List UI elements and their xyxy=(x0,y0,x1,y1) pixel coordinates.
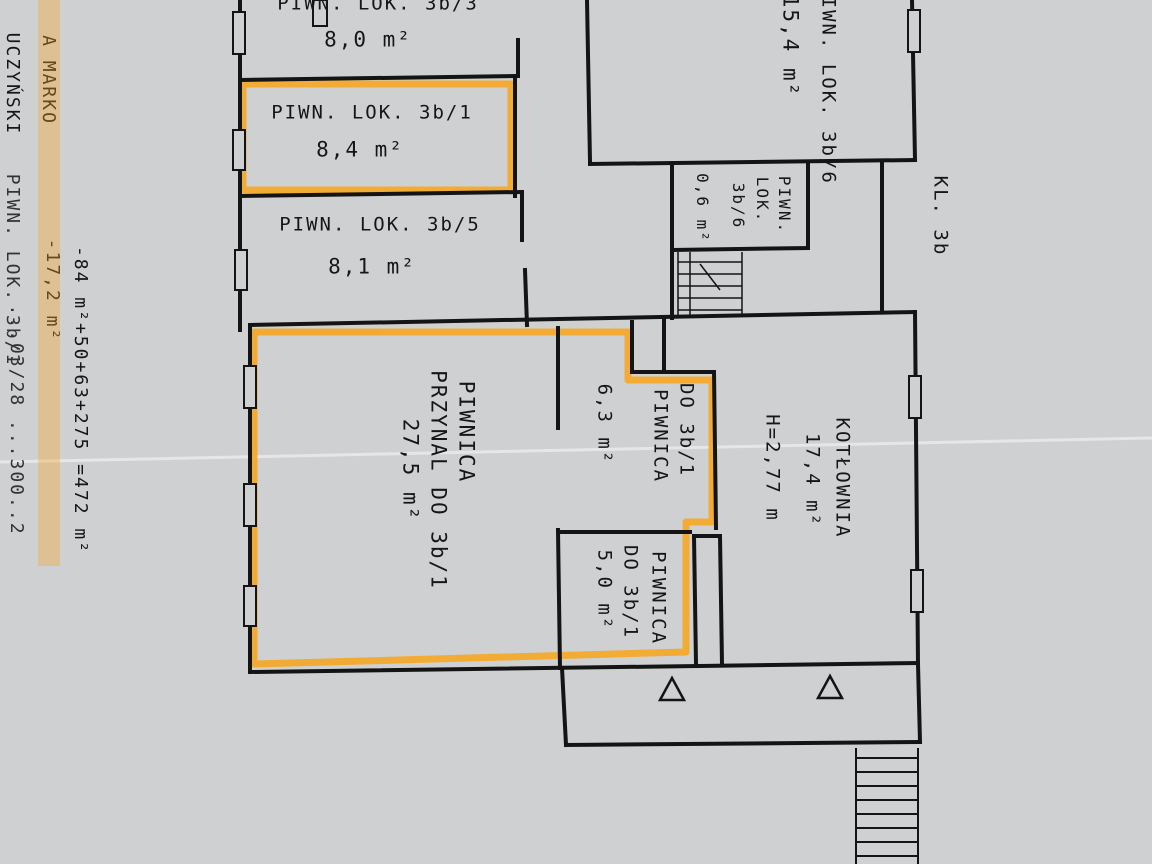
legend-calc1: -84 m²+50+63+275 =472 m² xyxy=(70,245,91,555)
room-3b1-name: PIWN. LOK. 3b/1 xyxy=(271,101,473,124)
piwnica-6-3-name2: PIWNICA xyxy=(649,388,672,484)
piwnica-6-3-area: 6,3 m² xyxy=(593,383,616,465)
piwnica-main-name2: PRZYNAL DO 3b/1 xyxy=(426,370,451,590)
piwnica-5-0-area: 5,0 m² xyxy=(593,549,616,631)
room-small-name3: 3b/6 xyxy=(729,182,748,230)
windows xyxy=(232,0,924,627)
piwnica-5-0-name2: DO 3b/1 xyxy=(619,544,642,640)
room-small-area: 0,6 m² xyxy=(693,173,712,243)
legend-calc3: ...03/28 ...300..2 xyxy=(6,304,27,536)
piwnica-main-name1: PIWNICA xyxy=(454,380,479,484)
legend-line2: UCZYŃSKI xyxy=(2,32,23,136)
kotlownia-height: H=2,77 m xyxy=(761,414,784,522)
kotlownia-area: 17,4 m² xyxy=(801,432,824,528)
kotlownia-name: KOTŁOWNIA xyxy=(831,417,854,539)
stairs-lower xyxy=(855,748,919,864)
entry-markers xyxy=(657,673,845,702)
room-small-name2: LOK. xyxy=(753,176,772,224)
room-small-name1: PIWN. xyxy=(775,175,794,235)
piwnica-6-3-name1: DO 3b/1 xyxy=(675,382,698,478)
stair-label: KL. 3b xyxy=(929,175,952,257)
room-3b1-area: 8,4 m² xyxy=(316,137,404,162)
room-3b6-name: PIWN. LOK. 3b/6 xyxy=(817,0,840,185)
room-3b3-name: PIWN. LOK. 3b/3 xyxy=(277,0,479,15)
stairs-upper xyxy=(677,252,743,316)
room-3b3-area: 8,0 m² xyxy=(324,27,412,52)
legend-highlight xyxy=(38,0,60,566)
piwnica-main-area: 27,5 m² xyxy=(398,418,423,522)
piwnica-5-0-name1: PIWNICA xyxy=(647,550,670,646)
room-3b5-area: 8,1 m² xyxy=(328,254,416,279)
room-3b5-name: PIWN. LOK. 3b/5 xyxy=(279,213,481,236)
room-3b6-area: 15,4 m² xyxy=(778,0,803,98)
